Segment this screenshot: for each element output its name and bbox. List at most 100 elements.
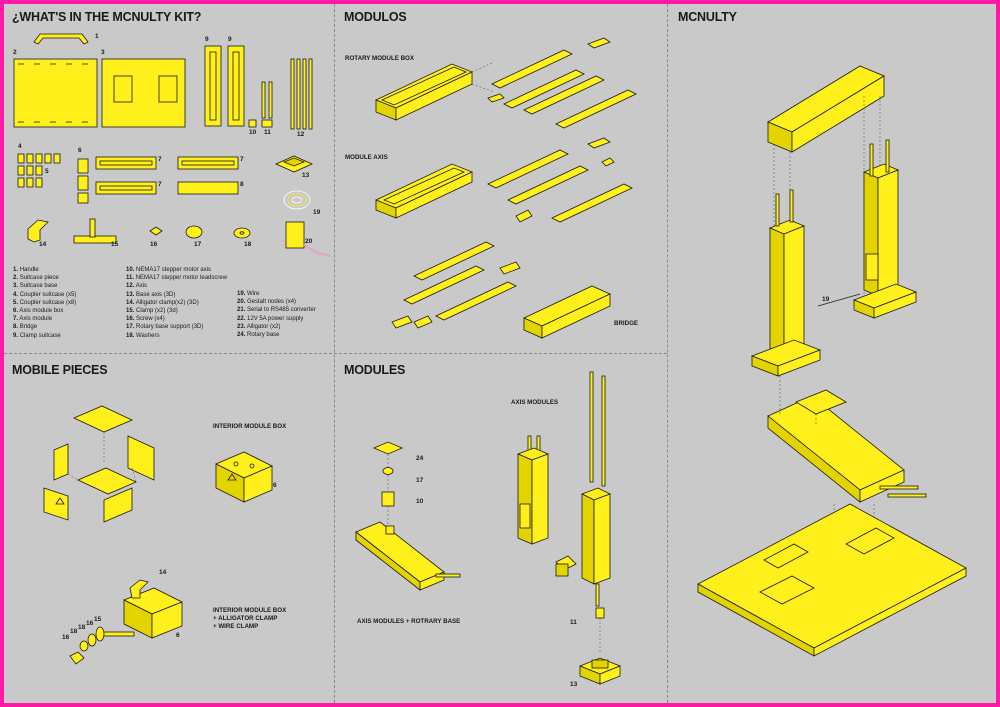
bridge-exploded	[391, 241, 521, 329]
modules-title: MODULES	[344, 363, 406, 377]
module-axis-exploded	[487, 137, 633, 223]
base-axis-3d-module	[578, 657, 622, 685]
mobile-pieces-drawing	[43, 405, 273, 665]
legend-column-1: 1. Handle 2. Suitcase piece 3. Suitcase …	[13, 266, 76, 340]
label-module-axis: MODULE AXIS	[345, 154, 388, 161]
legend-item: 8. Bridge	[13, 324, 38, 331]
mcnulty-right-tower	[852, 139, 918, 319]
modules-number-10: 10	[416, 498, 424, 505]
kit-number-6: 6	[78, 147, 82, 154]
label-bridge: BRIDGE	[614, 320, 639, 327]
axis-modules-tower-1	[516, 435, 550, 545]
clamp-suitcase-2	[227, 45, 245, 127]
modules-number-11: 11	[570, 619, 577, 626]
interior-box-with-clamps	[69, 579, 183, 665]
bridge-part	[177, 181, 239, 195]
legend-item: 1. Handle	[13, 267, 39, 273]
rotary-module-box-exploded	[487, 37, 637, 129]
kit-number-5: 5	[45, 168, 49, 175]
legend-item: 15. Clamp (x2) (3d)	[126, 308, 178, 315]
kit-number-17: 17	[194, 241, 202, 248]
washer	[233, 227, 251, 239]
legend-item: 10. NEMA17 stepper motor axis	[126, 267, 212, 273]
legend-item: 16. Screw (x4)	[126, 316, 165, 323]
mcnulty-top-bridge	[767, 65, 885, 153]
mobile-number-15: 15	[94, 616, 102, 623]
kit-number-12: 12	[297, 131, 305, 138]
module-axis-assembled	[375, 163, 473, 219]
kit-number-9a: 9	[205, 36, 209, 43]
legend-item: 5. Coupler suitcase (x8)	[13, 299, 77, 306]
coupler-pieces	[17, 153, 61, 188]
alligator-clamp-3d	[27, 219, 49, 243]
mobile-pieces-title: MOBILE PIECES	[12, 363, 108, 377]
label-interior-module-box-clamp-2: + ALLIGATOR CLAMP	[213, 615, 278, 622]
kit-number-14: 14	[39, 241, 47, 248]
axis-module-1	[95, 156, 157, 170]
mobile-number-6b: 6	[176, 632, 180, 639]
legend-item: 2. Suitcase piece	[13, 275, 59, 282]
kit-number-7a: 7	[158, 156, 162, 163]
mcnulty-title: MCNULTY	[678, 10, 737, 24]
kit-number-1: 1	[95, 33, 99, 40]
mcnulty-left-tower	[750, 189, 822, 377]
legend-column-3: 19. Wire 20. Gestalt nodes (x4) 21. Seri…	[237, 290, 316, 339]
label-interior-module-box-clamp-3: + WIRE CLAMP	[213, 623, 259, 630]
leadscrew-a	[261, 81, 266, 119]
kit-number-13: 13	[302, 172, 310, 179]
leadscrew-b	[268, 81, 273, 119]
mcnulty-drawing	[697, 65, 967, 657]
legend-item: 7. Axis module	[13, 316, 53, 323]
kit-parts-drawing	[13, 33, 331, 258]
legend-item: 14. Alligator clamp(x2) (3D)	[126, 299, 199, 306]
modules-number-24: 24	[416, 455, 424, 462]
motor-axis	[248, 119, 257, 128]
legend-item: 11. NEMA17 stepper motor leadscrew	[126, 275, 228, 282]
mobile-number-18b: 18	[78, 624, 86, 631]
divider-horizontal	[4, 353, 667, 354]
wire-coil	[283, 190, 311, 210]
mobile-number-16a: 16	[62, 634, 70, 641]
legend-item: 3. Suitcase base	[13, 283, 58, 290]
legend-item: 19. Wire	[237, 291, 260, 297]
legend-item: 21. Serial to RS485 converter	[237, 307, 316, 314]
suitcase-base	[101, 58, 186, 128]
legend-item: 22. 12V 5A power supply	[237, 315, 304, 322]
mcnulty-base-plate	[697, 503, 967, 657]
kit-number-19: 19	[313, 209, 321, 216]
modules-number-17: 17	[416, 477, 424, 484]
kit-number-2: 2	[13, 49, 17, 56]
modulos-drawing	[375, 37, 637, 339]
kit-number-7b: 7	[158, 181, 162, 188]
label-axis-modules: AXIS MODULES	[511, 399, 559, 406]
suitcase-piece	[13, 58, 98, 128]
kit-number-3: 3	[101, 49, 105, 56]
legend-item: 13. Base axis (3D)	[126, 291, 176, 298]
modules-drawing	[355, 371, 622, 685]
interior-box-assembled	[215, 451, 273, 503]
kit-number-16: 16	[150, 241, 158, 248]
axis-module-with-rotary-base	[355, 521, 461, 591]
modulos-title: MODULOS	[344, 10, 407, 24]
bridge-assembled	[523, 285, 611, 339]
rotary-base-support	[185, 225, 203, 239]
kit-number-9b: 9	[228, 36, 232, 43]
divider-vertical-2	[667, 4, 668, 703]
legend-item: 18. Washers	[126, 332, 160, 339]
gestalt-node	[285, 221, 305, 249]
kit-number-8: 8	[240, 181, 244, 188]
legend-item: 9. Clamp suitcase	[13, 332, 61, 339]
mobile-number-14: 14	[159, 569, 167, 576]
mobile-number-6a: 6	[273, 482, 277, 489]
axis-module-3	[177, 156, 239, 170]
label-axis-modules-rotary: AXIS MODULES + ROTRARY BASE	[357, 618, 461, 625]
legend-item: 23. Alligator (x2)	[237, 323, 281, 330]
assembly-sheet: ¿WHAT'S IN THE MCNULTY KIT? MODULOS MCNU…	[4, 4, 996, 703]
axis-modules-tower-2	[555, 371, 611, 619]
rotary-module-box-assembled	[375, 63, 473, 121]
modules-number-13: 13	[570, 681, 578, 688]
kit-number-15: 15	[111, 241, 119, 248]
legend-column-2: 10. NEMA17 stepper motor axis 11. NEMA17…	[126, 266, 227, 340]
kit-number-18: 18	[244, 241, 252, 248]
screw	[149, 226, 163, 236]
